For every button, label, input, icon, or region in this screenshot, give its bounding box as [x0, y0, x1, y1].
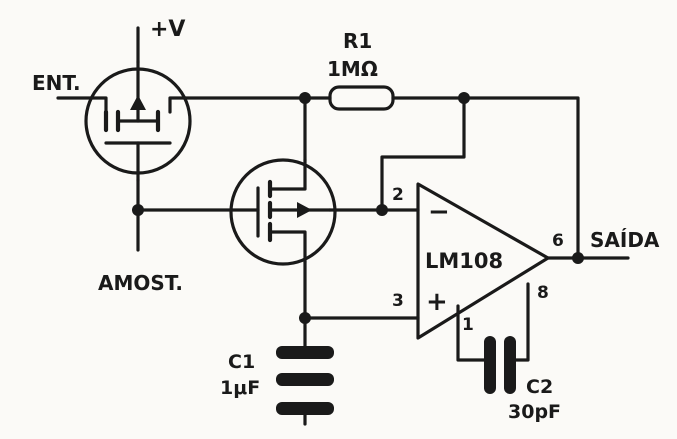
wires — [56, 26, 630, 426]
r1-right-wire — [391, 96, 580, 260]
supply-label: +V — [150, 17, 185, 42]
pin-1-label: 1 — [462, 315, 474, 335]
q2-arrow-icon — [297, 202, 312, 218]
c2-plate-left — [484, 336, 496, 394]
output-label: SAÍDA — [590, 228, 660, 252]
c2-name-label: C2 — [526, 376, 553, 398]
pin-2-label: 2 — [392, 185, 404, 205]
capacitor-c2 — [484, 336, 516, 394]
resistor-r1 — [328, 85, 395, 111]
sample-label: AMOST. — [98, 271, 183, 295]
pin-8-label: 8 — [537, 283, 549, 303]
c1-plate-bottom — [276, 402, 334, 415]
opamp-label: LM108 — [425, 249, 503, 273]
c1-plate-mid — [276, 373, 334, 386]
capacitor-c1 — [276, 346, 334, 415]
junction-node-out — [572, 252, 584, 264]
pin-6-label: 6 — [552, 231, 564, 251]
c1-name-label: C1 — [228, 351, 255, 373]
c1-plate-top — [276, 346, 334, 359]
inverting-sign: − — [428, 197, 450, 227]
junction-node-sample — [132, 204, 144, 216]
junction-node-pin2 — [376, 204, 388, 216]
pin8-wire — [510, 282, 530, 362]
feedback-wire — [380, 96, 466, 212]
junction-node-c — [299, 312, 311, 324]
r1-value-label: 1MΩ — [327, 57, 378, 81]
mosfet-q2 — [229, 158, 337, 266]
q1-arrow-icon — [130, 95, 146, 110]
pin-3-label: 3 — [392, 291, 404, 311]
c2-value-label: 30pF — [508, 401, 561, 423]
c1-value-label: 1μF — [220, 377, 260, 399]
mosfet-q1 — [84, 60, 192, 182]
noninverting-sign: + — [426, 287, 448, 317]
opamp-lm108 — [416, 182, 550, 340]
r1-name-label: R1 — [343, 29, 372, 53]
junction-node-a — [299, 92, 311, 104]
junctions — [132, 92, 584, 324]
input-label: ENT. — [32, 71, 81, 95]
junction-node-b — [458, 92, 470, 104]
c2-plate-right — [504, 336, 516, 394]
pin1-wire — [456, 304, 492, 362]
